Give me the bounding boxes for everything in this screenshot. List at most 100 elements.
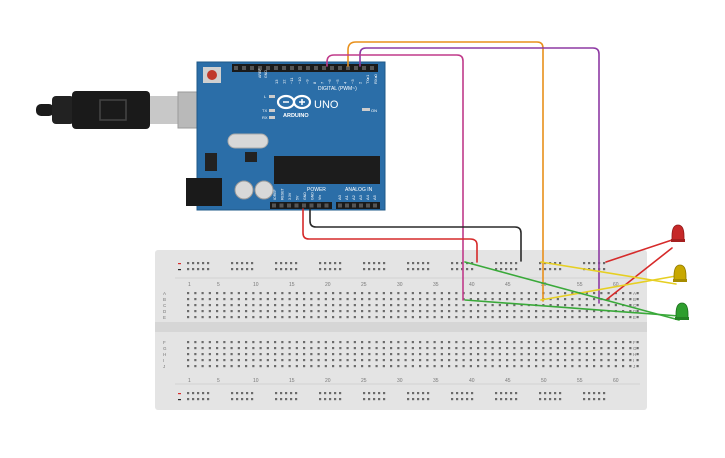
rail-hole[interactable]	[510, 392, 513, 395]
rail-hole[interactable]	[236, 262, 239, 265]
terminal-hole[interactable]	[339, 359, 342, 362]
terminal-hole[interactable]	[614, 341, 617, 344]
terminal-hole[interactable]	[527, 298, 530, 301]
terminal-hole[interactable]	[477, 359, 480, 362]
terminal-hole[interactable]	[310, 316, 313, 319]
rail-hole[interactable]	[285, 398, 288, 401]
terminal-hole[interactable]	[346, 292, 349, 295]
terminal-hole[interactable]	[194, 292, 197, 295]
power-header[interactable]	[270, 202, 332, 209]
terminal-hole[interactable]	[245, 353, 248, 356]
terminal-hole[interactable]	[404, 341, 407, 344]
rail-hole[interactable]	[588, 398, 591, 401]
terminal-hole[interactable]	[614, 347, 617, 350]
terminal-hole[interactable]	[520, 359, 523, 362]
terminal-hole[interactable]	[288, 353, 291, 356]
rail-hole[interactable]	[539, 398, 542, 401]
terminal-hole[interactable]	[571, 353, 574, 356]
terminal-hole[interactable]	[281, 316, 284, 319]
rail-hole[interactable]	[207, 398, 210, 401]
terminal-hole[interactable]	[397, 310, 400, 313]
terminal-hole[interactable]	[448, 304, 451, 307]
terminal-hole[interactable]	[491, 310, 494, 313]
header-pin[interactable]	[338, 66, 342, 70]
terminal-hole[interactable]	[208, 316, 211, 319]
rail-hole[interactable]	[251, 392, 254, 395]
terminal-hole[interactable]	[556, 298, 559, 301]
terminal-hole[interactable]	[506, 316, 509, 319]
terminal-hole[interactable]	[600, 359, 603, 362]
terminal-hole[interactable]	[346, 353, 349, 356]
analog-header-pin[interactable]	[345, 203, 349, 208]
terminal-hole[interactable]	[469, 365, 472, 368]
rail-hole[interactable]	[417, 392, 420, 395]
rail-hole[interactable]	[510, 268, 513, 271]
rail-hole[interactable]	[554, 392, 557, 395]
terminal-hole[interactable]	[187, 292, 190, 295]
rail-hole[interactable]	[554, 262, 557, 265]
terminal-hole[interactable]	[404, 292, 407, 295]
terminal-hole[interactable]	[332, 304, 335, 307]
terminal-hole[interactable]	[527, 347, 530, 350]
terminal-hole[interactable]	[194, 298, 197, 301]
terminal-hole[interactable]	[585, 353, 588, 356]
terminal-hole[interactable]	[245, 298, 248, 301]
rail-hole[interactable]	[241, 268, 244, 271]
rail-hole[interactable]	[505, 398, 508, 401]
terminal-hole[interactable]	[506, 298, 509, 301]
terminal-hole[interactable]	[361, 365, 364, 368]
terminal-hole[interactable]	[382, 316, 385, 319]
power-header-pin[interactable]	[324, 203, 329, 208]
terminal-hole[interactable]	[535, 365, 538, 368]
terminal-hole[interactable]	[542, 341, 545, 344]
terminal-hole[interactable]	[252, 359, 255, 362]
rail-hole[interactable]	[329, 398, 332, 401]
rail-hole[interactable]	[280, 268, 283, 271]
terminal-hole[interactable]	[556, 365, 559, 368]
terminal-hole[interactable]	[274, 353, 277, 356]
terminal-hole[interactable]	[556, 359, 559, 362]
terminal-hole[interactable]	[375, 353, 378, 356]
rail-hole[interactable]	[500, 398, 503, 401]
terminal-hole[interactable]	[390, 341, 393, 344]
terminal-hole[interactable]	[361, 304, 364, 307]
terminal-hole[interactable]	[585, 359, 588, 362]
terminal-hole[interactable]	[593, 310, 596, 313]
terminal-hole[interactable]	[571, 304, 574, 307]
terminal-hole[interactable]	[520, 316, 523, 319]
rail-hole[interactable]	[451, 398, 454, 401]
rail-hole[interactable]	[549, 398, 552, 401]
header-pin[interactable]	[306, 66, 310, 70]
header-pin[interactable]	[370, 66, 374, 70]
terminal-hole[interactable]	[469, 310, 472, 313]
terminal-hole[interactable]	[549, 316, 552, 319]
terminal-hole[interactable]	[484, 298, 487, 301]
terminal-hole[interactable]	[491, 298, 494, 301]
terminal-hole[interactable]	[622, 292, 625, 295]
rail-hole[interactable]	[466, 392, 469, 395]
terminal-hole[interactable]	[469, 316, 472, 319]
terminal-hole[interactable]	[390, 310, 393, 313]
rail-hole[interactable]	[231, 268, 234, 271]
rail-hole[interactable]	[412, 262, 415, 265]
rail-hole[interactable]	[427, 392, 430, 395]
rail-hole[interactable]	[598, 392, 601, 395]
terminal-hole[interactable]	[585, 292, 588, 295]
terminal-hole[interactable]	[361, 353, 364, 356]
terminal-hole[interactable]	[491, 304, 494, 307]
rail-hole[interactable]	[549, 268, 552, 271]
terminal-hole[interactable]	[419, 347, 422, 350]
terminal-hole[interactable]	[281, 365, 284, 368]
rail-hole[interactable]	[559, 398, 562, 401]
terminal-hole[interactable]	[433, 347, 436, 350]
rail-hole[interactable]	[461, 262, 464, 265]
terminal-hole[interactable]	[513, 365, 516, 368]
terminal-hole[interactable]	[353, 347, 356, 350]
terminal-hole[interactable]	[216, 316, 219, 319]
terminal-hole[interactable]	[593, 353, 596, 356]
terminal-hole[interactable]	[564, 316, 567, 319]
terminal-hole[interactable]	[208, 341, 211, 344]
wire-green-2[interactable]	[464, 299, 680, 317]
terminal-hole[interactable]	[426, 310, 429, 313]
header-pin[interactable]	[290, 66, 294, 70]
